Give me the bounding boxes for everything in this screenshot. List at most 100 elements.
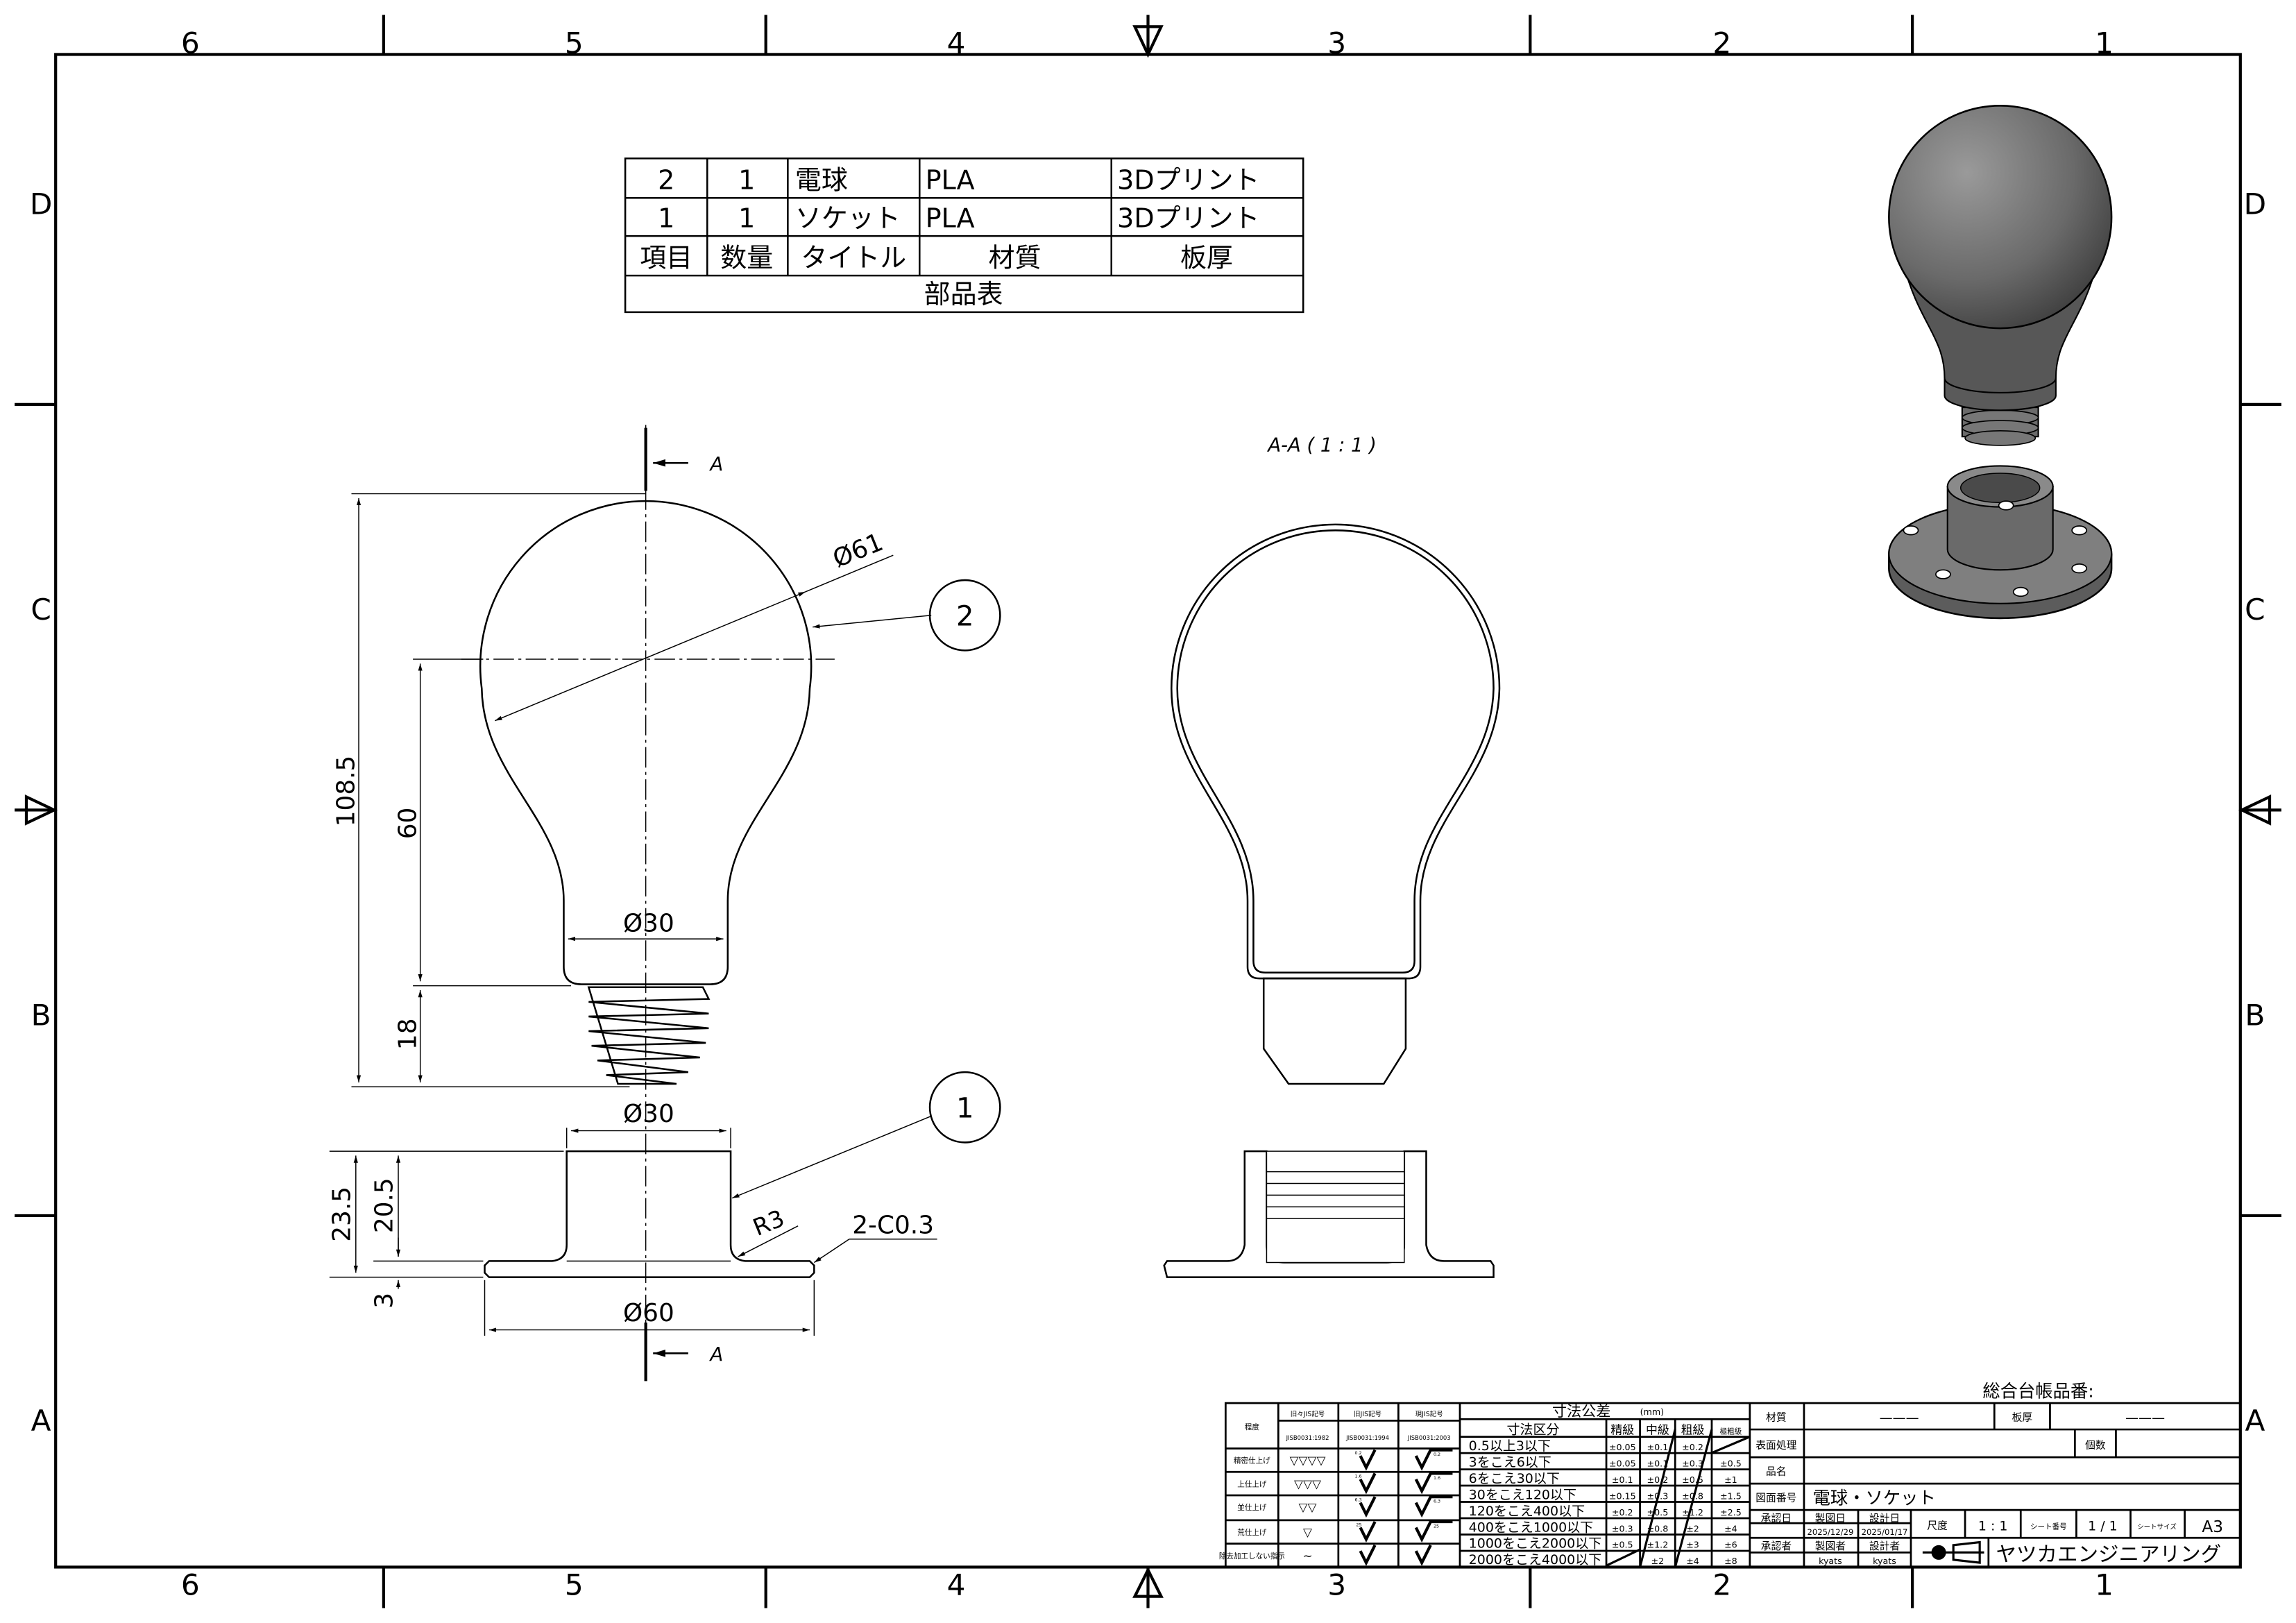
centering-arrow-icon <box>24 25 2272 1598</box>
section-view: A-A ( 1 : 1 ) <box>1163 434 1501 1278</box>
design-date-label: 設計日 <box>1869 1513 1900 1524</box>
tolerance-cell-4-1: ±0.2 <box>1612 1507 1633 1518</box>
tolerance-cell-2-1: ±0.1 <box>1612 1475 1633 1485</box>
tolerance-cell-3-2: ±0.3 <box>1647 1490 1669 1501</box>
zone-col-2: 2 <box>1712 26 1731 60</box>
tolerance-cell-4-0: 120をこえ400以下 <box>1469 1504 1585 1519</box>
tolerance-cell-0-3: ±0.2 <box>1682 1442 1703 1452</box>
tolerance-cell-7-3: ±4 <box>1686 1556 1699 1566</box>
surface-grade-1: 上仕上げ <box>1237 1479 1267 1488</box>
thickness-label: 板厚 <box>2012 1411 2033 1423</box>
surface-grade-2: 並仕上げ <box>1237 1503 1267 1512</box>
socket-outline <box>484 1150 815 1278</box>
dim-chamfer: 2-C0.3 <box>852 1211 934 1239</box>
parts-header-qty: 数量 <box>720 242 773 273</box>
surface-grade-3: 荒仕上げ <box>1237 1528 1267 1537</box>
tolerance-cell-1-3: ±0.3 <box>1682 1458 1703 1468</box>
zone-col-3: 3 <box>1327 26 1346 60</box>
tolerance-title: 寸法公差 <box>1552 1402 1610 1420</box>
surface-finish-check-icon <box>1359 1472 1377 1495</box>
tolerance-cell-6-4: ±6 <box>1724 1540 1737 1550</box>
surface-ra-current-3: 25 <box>1434 1524 1439 1529</box>
parts-table-caption: 部品表 <box>924 279 1003 309</box>
balloon-1: 1 <box>956 1093 974 1125</box>
tolerance-cell-3-4: ±1.5 <box>1720 1490 1742 1501</box>
zone-col-5-bottom: 5 <box>565 1568 584 1602</box>
tolerance-cell-5-2: ±0.8 <box>1647 1523 1669 1533</box>
tolerance-unit: (mm) <box>1640 1407 1665 1417</box>
parts-row-1-item: 2 <box>658 165 674 196</box>
parts-header-item: 項目 <box>640 242 692 273</box>
section-thread-hatch <box>1262 977 1407 1085</box>
zone-row-a: A <box>31 1404 51 1438</box>
zone-col-1-bottom: 1 <box>2095 1568 2114 1602</box>
zone-row-c: C <box>31 593 51 627</box>
dim-bulb-diameter: Ø61 <box>829 528 887 574</box>
surface-grade-0: 精密仕上げ <box>1234 1456 1270 1465</box>
zone-col-5: 5 <box>565 26 584 60</box>
dim-socket-body: 20.5 <box>371 1178 399 1233</box>
surface-standard-1994: JISB0031:1994 <box>1345 1434 1389 1441</box>
section-mark-top: A <box>709 454 724 475</box>
tolerance-cell-7-4: ±8 <box>1724 1556 1737 1566</box>
company-logo-icon <box>1922 1540 1984 1564</box>
dim-thread-height: 18 <box>393 1018 422 1050</box>
tolerance-cell-2-2: ±0.2 <box>1647 1475 1669 1485</box>
tolerance-header-1: 精級 <box>1610 1422 1634 1436</box>
ledger-number-label: 総合台帳品番: <box>1982 1381 2093 1402</box>
dim-neck-diameter: Ø30 <box>623 910 674 938</box>
zone-row-d-right: D <box>2244 187 2267 221</box>
surface-old-symbol-1: ▽▽▽ <box>1294 1477 1321 1490</box>
zone-row-c-right: C <box>2245 593 2265 627</box>
bulb-thread <box>587 986 711 1085</box>
parts-row-1-thickness: 3Dプリント <box>1117 165 1259 196</box>
tolerance-cell-0-0: 0.5以上3以下 <box>1469 1438 1551 1454</box>
surface-old-symbol-0: ▽▽▽▽ <box>1290 1454 1326 1468</box>
title-block: 総合台帳品番: 程度旧々JIS記号旧JIS記号現JIS記号JISB0031:19… <box>1219 1381 2242 1568</box>
parts-row-2-material: PLA <box>926 203 975 233</box>
drafted-date: 2025/12/29 <box>1808 1527 1854 1537</box>
scale-label: 尺度 <box>1927 1520 1948 1532</box>
parts-table: 2 1 電球 PLA 3Dプリント 1 1 ソケット PLA 3Dプリント 項目… <box>624 158 1304 314</box>
dim-flange-thickness: 3 <box>371 1293 399 1309</box>
tolerance-cell-5-3: ±2 <box>1686 1523 1699 1533</box>
parts-row-1-material: PLA <box>926 165 975 196</box>
dim-total-height: 108.5 <box>332 756 361 827</box>
designer-name: kyats <box>1873 1556 1896 1566</box>
design-date: 2025/01/17 <box>1862 1527 1908 1537</box>
surface-header-old-old-jis: 旧々JIS記号 <box>1291 1410 1325 1418</box>
sheet-size-label: シートサイズ <box>2137 1523 2177 1531</box>
sheet-number-value: 1 / 1 <box>2088 1519 2118 1534</box>
tolerance-cell-6-0: 1000をこえ2000以下 <box>1469 1536 1602 1552</box>
dim-flange-diameter: Ø60 <box>623 1299 674 1327</box>
thickness-value: ——— <box>2125 1411 2165 1426</box>
scale-value: 1 : 1 <box>1978 1519 2008 1534</box>
tolerance-cell-6-3: ±3 <box>1686 1540 1699 1550</box>
surface-ra-old-1: 1.6 <box>1355 1475 1362 1479</box>
surface-header-old-jis: 旧JIS記号 <box>1354 1410 1381 1418</box>
parts-header-thickness: 板厚 <box>1180 242 1233 273</box>
tolerance-cell-7-0: 2000をこえ4000以下 <box>1469 1552 1602 1567</box>
tolerance-cell-6-2: ±1.2 <box>1647 1540 1669 1550</box>
zone-row-b-right: B <box>2245 999 2265 1033</box>
socket-front-view: Ø30 Ø60 23.5 20.5 3 R3 2-C0.3 1 <box>328 1071 1001 1336</box>
parts-header-material: 材質 <box>988 242 1041 273</box>
surface-finish-check-icon <box>1414 1448 1453 1471</box>
surface-finish-check-icon <box>1414 1544 1432 1566</box>
tolerance-cell-2-4: ±1 <box>1724 1475 1737 1485</box>
surface-old-symbol-3: ▽ <box>1303 1525 1312 1539</box>
zone-col-3-bottom: 3 <box>1327 1568 1346 1602</box>
surface-standard-1982: JISB0031:1982 <box>1286 1434 1329 1441</box>
tolerance-cell-6-1: ±0.5 <box>1612 1540 1633 1550</box>
tolerance-cell-1-4: ±0.5 <box>1720 1458 1742 1468</box>
drawing-number-label: 図面番号 <box>1755 1492 1796 1504</box>
approver-label: 承認者 <box>1761 1540 1792 1552</box>
designer-label: 設計者 <box>1869 1540 1900 1552</box>
parts-row-2-qty: 1 <box>738 203 755 233</box>
surface-ra-current-2: 6.3 <box>1434 1499 1440 1504</box>
surface-finish-check-icon <box>1359 1521 1377 1543</box>
zone-col-1: 1 <box>2095 26 2114 60</box>
surface-header-current-jis: 現JIS記号 <box>1415 1410 1443 1418</box>
dim-socket-diameter: Ø30 <box>623 1100 674 1128</box>
section-view-label: A-A ( 1 : 1 ) <box>1266 434 1377 456</box>
